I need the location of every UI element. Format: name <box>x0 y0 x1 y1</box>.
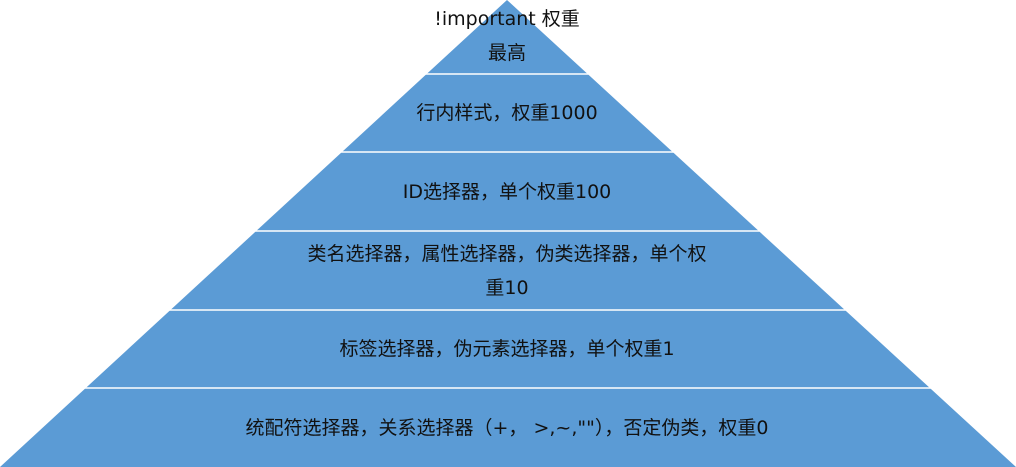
level-4-label: 类名选择器，属性选择器，伪类选择器，单个权 重10 <box>232 237 782 305</box>
level-2-line-1: 行内样式，权重1000 <box>416 102 598 124</box>
level-5-line-1: 标签选择器，伪元素选择器，单个权重1 <box>339 338 675 360</box>
level-2-label: 行内样式，权重1000 <box>307 96 707 130</box>
level-6-line-1: 统配符选择器，关系选择器（+， >,~,""），否定伪类，权重0 <box>245 417 769 439</box>
level-3-line-1: ID选择器，单个权重100 <box>402 181 612 203</box>
level-5-label: 标签选择器，伪元素选择器，单个权重1 <box>207 332 807 366</box>
level-4-line-2: 重10 <box>485 277 529 299</box>
level-1-line-1: !important 权重 <box>434 8 580 30</box>
level-1-line-2: 最高 <box>487 42 526 64</box>
level-4-line-1: 类名选择器，属性选择器，伪类选择器，单个权 <box>307 243 707 265</box>
level-6-label: 统配符选择器，关系选择器（+， >,~,""），否定伪类，权重0 <box>157 411 857 445</box>
level-1-label: !important 权重 最高 <box>357 2 657 70</box>
level-3-label: ID选择器，单个权重100 <box>257 175 757 209</box>
